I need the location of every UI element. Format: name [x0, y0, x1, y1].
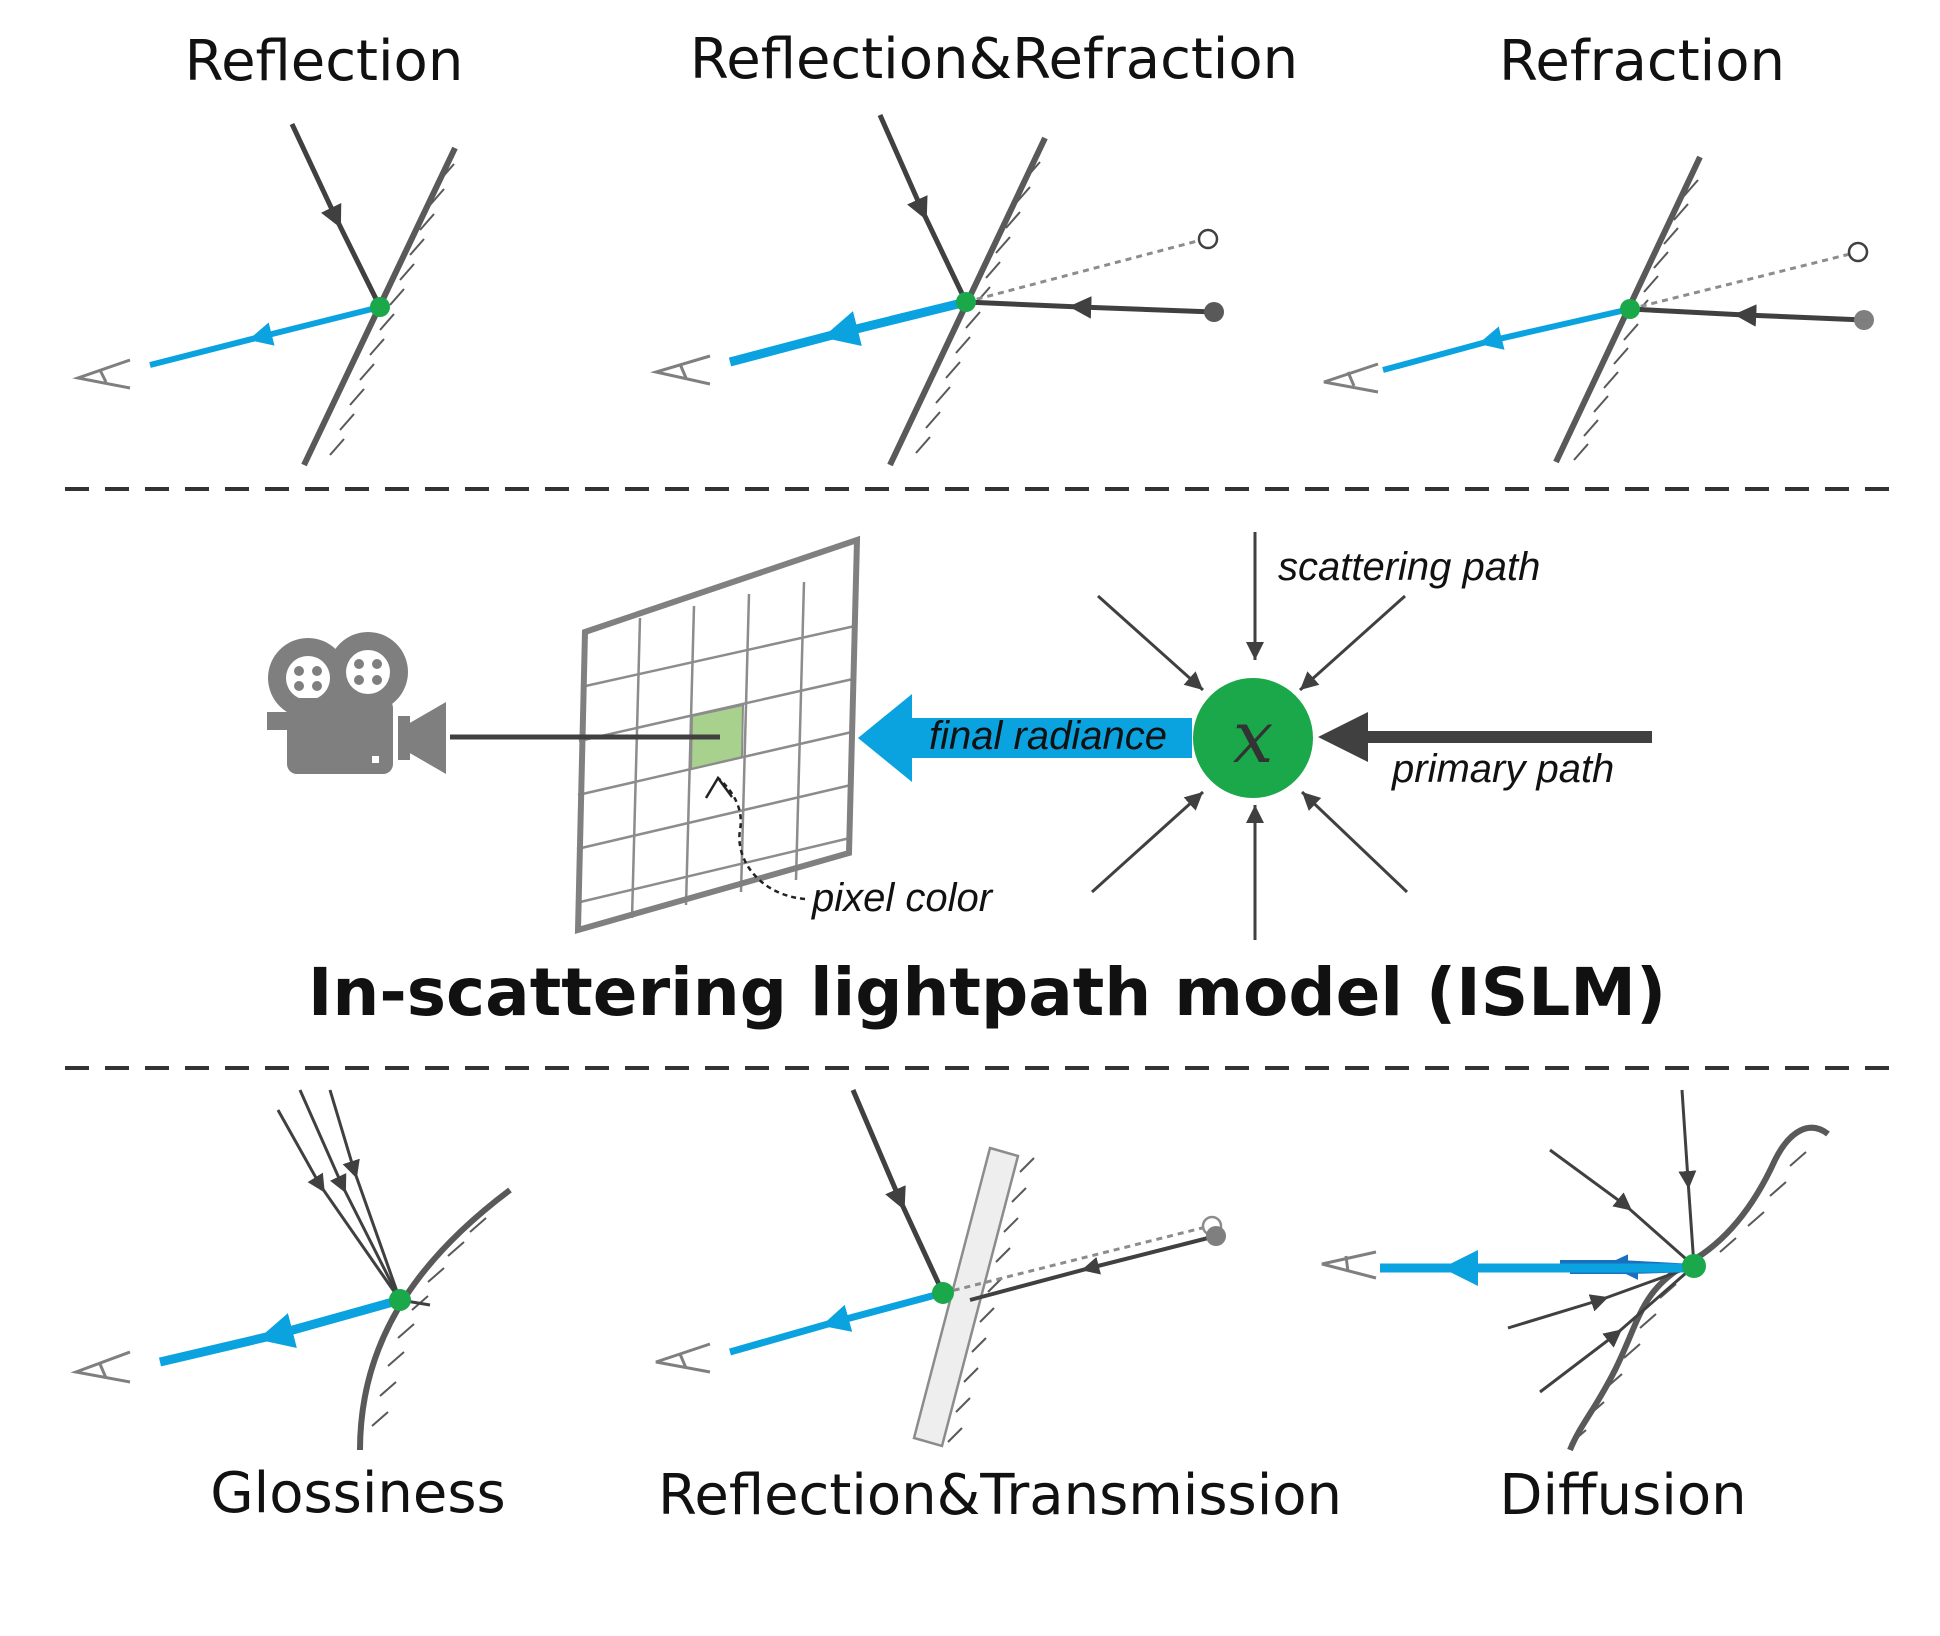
- final-radiance-label: final radiance: [929, 714, 1167, 758]
- primary-path-arrowhead: [1318, 712, 1368, 762]
- title-reflection-refraction: Reflection&Refraction: [690, 27, 1298, 92]
- slab: [912, 1146, 1020, 1448]
- panel-diffusion: Diffusion: [1321, 1089, 1830, 1528]
- surface-hatch: [947, 1157, 1035, 1443]
- curved-surface: [1567, 1124, 1830, 1452]
- panel-refraction: Refraction: [1323, 29, 1874, 464]
- eye-icon: [70, 1350, 131, 1384]
- transmitted-ray: [969, 1234, 1217, 1302]
- panel-reflection-refraction: Reflection&Refraction: [650, 27, 1298, 467]
- refraction-extension: [965, 237, 1206, 304]
- final-radiance-arrow: [858, 694, 1192, 782]
- pixel-color-pointer: [717, 777, 806, 901]
- scattering-point-x: [1193, 678, 1313, 798]
- curved-surface: [357, 1187, 512, 1451]
- title-reflection-transmission: Reflection&Transmission: [658, 1463, 1342, 1528]
- refracted-ray: [1629, 304, 1865, 327]
- scattering-point: [932, 1282, 954, 1304]
- eye-icon: [1321, 1250, 1377, 1280]
- scattering-point: [956, 292, 976, 312]
- virtual-source: [1847, 241, 1869, 263]
- eye-icon: [1323, 362, 1379, 394]
- scattering-point: [1620, 299, 1640, 319]
- outgoing-ray: [1382, 306, 1631, 373]
- outgoing-ray: [728, 297, 968, 367]
- title-diffusion: Diffusion: [1499, 1463, 1746, 1528]
- title-glossiness: Glossiness: [210, 1461, 505, 1526]
- title-reflection: Reflection: [185, 29, 464, 94]
- scattering-paths: [1090, 532, 1409, 940]
- eye-icon: [650, 354, 711, 386]
- movie-camera-icon: [267, 632, 446, 774]
- eye-icon: [655, 1342, 711, 1374]
- refraction-extension: [1629, 251, 1855, 311]
- surface-hatch: [371, 1217, 487, 1427]
- image-plane: [574, 535, 861, 934]
- light-source: [1204, 302, 1224, 322]
- outgoing-ray: [158, 1295, 402, 1367]
- incident-rays: [1507, 1089, 1697, 1394]
- incident-ray: [289, 122, 383, 309]
- islm-title: In-scattering lightpath model (ISLM): [308, 954, 1666, 1031]
- light-source: [1854, 310, 1874, 330]
- scattering-point: [389, 1289, 411, 1311]
- refracted-ray: [965, 296, 1215, 319]
- scattering-path-label: scattering path: [1278, 545, 1540, 589]
- point-x-symbol: x: [1233, 695, 1274, 779]
- islm-model: pixel color final radiance scattering pa…: [267, 532, 1666, 1031]
- scattering-point: [1682, 1254, 1706, 1278]
- panel-reflection: Reflection: [72, 29, 464, 467]
- eye-icon: [72, 358, 131, 390]
- outgoing-ray: [149, 304, 381, 368]
- outgoing-ray: [729, 1289, 944, 1356]
- incident-ray: [850, 1089, 946, 1295]
- panel-reflection-transmission: Reflection&Transmission: [655, 1089, 1342, 1528]
- pixel-color-label: pixel color: [811, 876, 994, 920]
- scattering-point: [370, 297, 390, 317]
- transmission-extension: [942, 1224, 1211, 1295]
- pointer-arrowhead: [704, 775, 734, 799]
- panel-glossiness: Glossiness: [70, 1089, 512, 1526]
- primary-path-label: primary path: [1391, 747, 1614, 791]
- title-refraction: Refraction: [1499, 29, 1785, 94]
- image-plane-grid: [575, 581, 856, 919]
- light-source: [1206, 1226, 1226, 1246]
- incident-ray: [877, 113, 969, 304]
- virtual-source: [1197, 228, 1219, 250]
- incident-rays: [276, 1089, 431, 1307]
- surface-hatch: [329, 163, 455, 456]
